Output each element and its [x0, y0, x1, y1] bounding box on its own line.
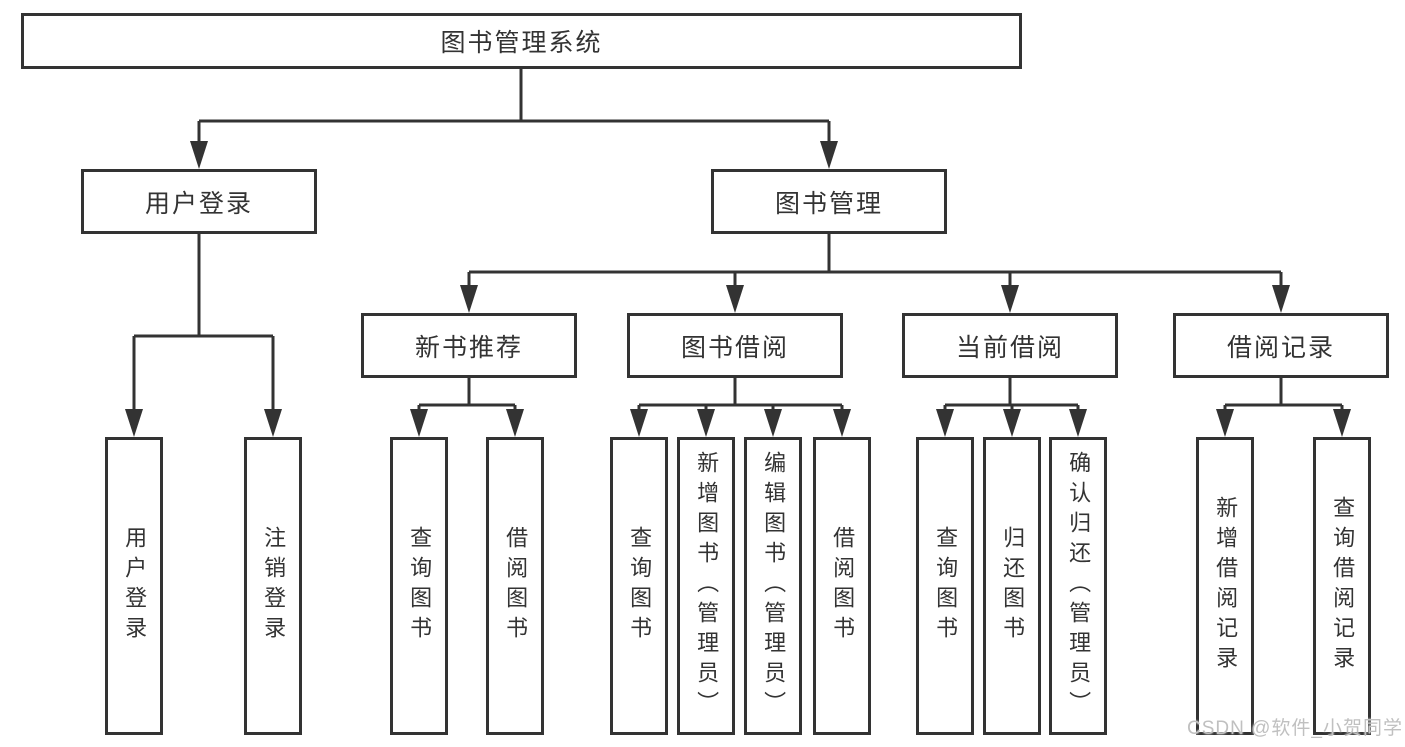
leaf-br-query-borrow-record: 查询借阅记录	[1313, 437, 1371, 735]
leaf-bb-borrow-books: 借阅图书	[813, 437, 871, 735]
csdn-watermark: CSDN @软件_小贺同学	[1187, 718, 1403, 739]
node-book-management: 图书管理	[711, 169, 947, 234]
node-new-book-recommend: 新书推荐	[361, 313, 577, 378]
leaf-user-login: 用户登录	[105, 437, 163, 735]
node-current-borrow: 当前借阅	[902, 313, 1118, 378]
leaf-bb-add-books-admin: 新增图书（管理员）	[677, 437, 735, 735]
leaf-bb-query-books: 查询图书	[610, 437, 668, 735]
leaf-logout: 注销登录	[244, 437, 302, 735]
leaf-cb-confirm-return-admin: 确认归还（管理员）	[1049, 437, 1107, 735]
node-user-login: 用户登录	[81, 169, 317, 234]
leaf-cb-return-books: 归还图书	[983, 437, 1041, 735]
node-library-management-system: 图书管理系统	[21, 13, 1022, 69]
leaf-bb-edit-books-admin: 编辑图书（管理员）	[744, 437, 802, 735]
node-book-borrow: 图书借阅	[627, 313, 843, 378]
leaf-cb-query-books: 查询图书	[916, 437, 974, 735]
leaf-br-add-borrow-record: 新增借阅记录	[1196, 437, 1254, 735]
leaf-nb-query-books: 查询图书	[390, 437, 448, 735]
node-borrow-records: 借阅记录	[1173, 313, 1389, 378]
leaf-nb-borrow-books: 借阅图书	[486, 437, 544, 735]
